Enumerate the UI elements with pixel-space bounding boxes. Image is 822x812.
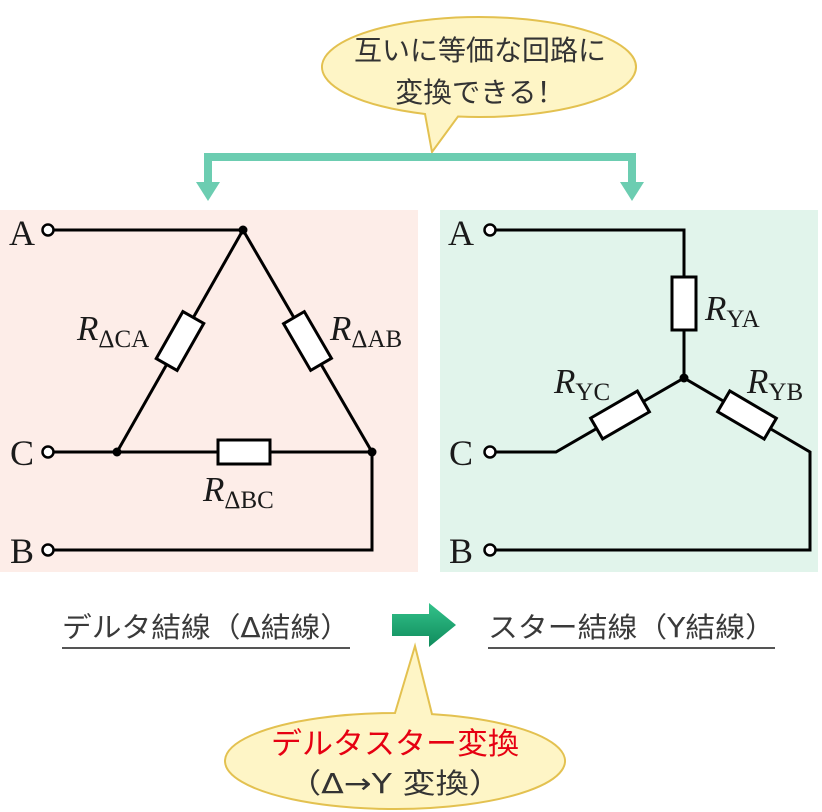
delta-caption: デルタ結線（Δ結線） (62, 611, 350, 649)
conversion-arrow-icon (392, 603, 456, 647)
resistor-symbol: R (704, 289, 726, 328)
wire-terminal-b-to-right-node (53, 452, 374, 552)
terminal-label-c-star: C (449, 433, 473, 473)
resistor-star-yc (588, 389, 652, 441)
resistor-label-delta-bc: RΔBC (202, 470, 274, 514)
delta-panel-background (0, 210, 418, 572)
equivalence-bracket (196, 153, 644, 201)
bracket-arrowhead-left (196, 182, 220, 201)
top-bubble-line-2: 変換できる！ (395, 76, 565, 109)
terminal-label-a-star: A (448, 213, 474, 253)
delta-caption-text: デルタ結線（Δ結線） (62, 611, 350, 644)
top-bubble-line-1: 互いに等価な回路に (354, 34, 606, 67)
terminal-a-delta (41, 223, 55, 237)
terminal-label-c-delta: C (10, 433, 34, 473)
resistor-symbol: R (202, 470, 224, 509)
top-speech-bubble: 互いに等価な回路に 変換できる！ (321, 16, 637, 155)
resistor-label-delta-ab: RΔAB (329, 309, 402, 353)
resistor-label-star-yc: RYC (553, 362, 610, 406)
delta-circuit: A C B RΔCA RΔAB RΔBC (9, 213, 402, 571)
resistor-subscript: YC (575, 379, 610, 406)
bottom-bubble-title: デルタスター変換 (271, 727, 519, 762)
node-dot-left (112, 447, 122, 457)
bottom-bubble-shape (224, 642, 566, 810)
resistor-subscript: YA (726, 306, 759, 333)
star-caption-text: スター結線（Y結線） (488, 611, 775, 644)
resistor-delta-ab (281, 309, 334, 373)
resistor-symbol: R (746, 362, 768, 401)
terminal-b-delta (41, 543, 55, 557)
resistor-subscript: YB (768, 379, 803, 406)
star-circuit: A C B RYA RYC RYB (448, 213, 812, 571)
resistor-subscript: ΔBC (224, 487, 273, 514)
terminal-a-star (483, 223, 497, 237)
resistor-symbol: R (329, 309, 351, 348)
resistor-delta-ca (154, 309, 206, 373)
resistor-star-yb (715, 388, 779, 442)
terminal-c-star (483, 445, 497, 459)
resistor-symbol: R (76, 309, 98, 348)
resistor-subscript: ΔAB (351, 326, 402, 353)
star-caption: スター結線（Y結線） (488, 611, 775, 649)
terminal-c-delta (41, 445, 55, 459)
star-panel-background (440, 210, 818, 572)
resistor-subscript: ΔCA (98, 326, 149, 353)
top-bubble-shape (321, 16, 637, 155)
node-dot-top (238, 225, 248, 235)
terminal-label-b-star: B (449, 531, 473, 571)
bracket-line (204, 153, 636, 184)
bracket-arrowhead-right (620, 182, 644, 201)
resistor-label-delta-ca: RΔCA (76, 309, 149, 353)
resistor-label-star-yb: RYB (746, 362, 803, 406)
resistor-symbol: R (553, 362, 575, 401)
terminal-b-star (483, 543, 497, 557)
terminal-label-b-delta: B (10, 531, 34, 571)
node-dot-center (679, 373, 689, 383)
bottom-bubble-subtitle: （Δ→Y 変換） (288, 767, 502, 800)
terminal-label-a-delta: A (9, 213, 35, 253)
bottom-speech-bubble: デルタスター変換 （Δ→Y 変換） (224, 642, 566, 810)
node-dot-right (367, 447, 377, 457)
resistor-label-star-ya: RYA (704, 289, 760, 333)
resistor-star-ya (670, 275, 698, 332)
resistor-delta-bc (216, 438, 272, 466)
